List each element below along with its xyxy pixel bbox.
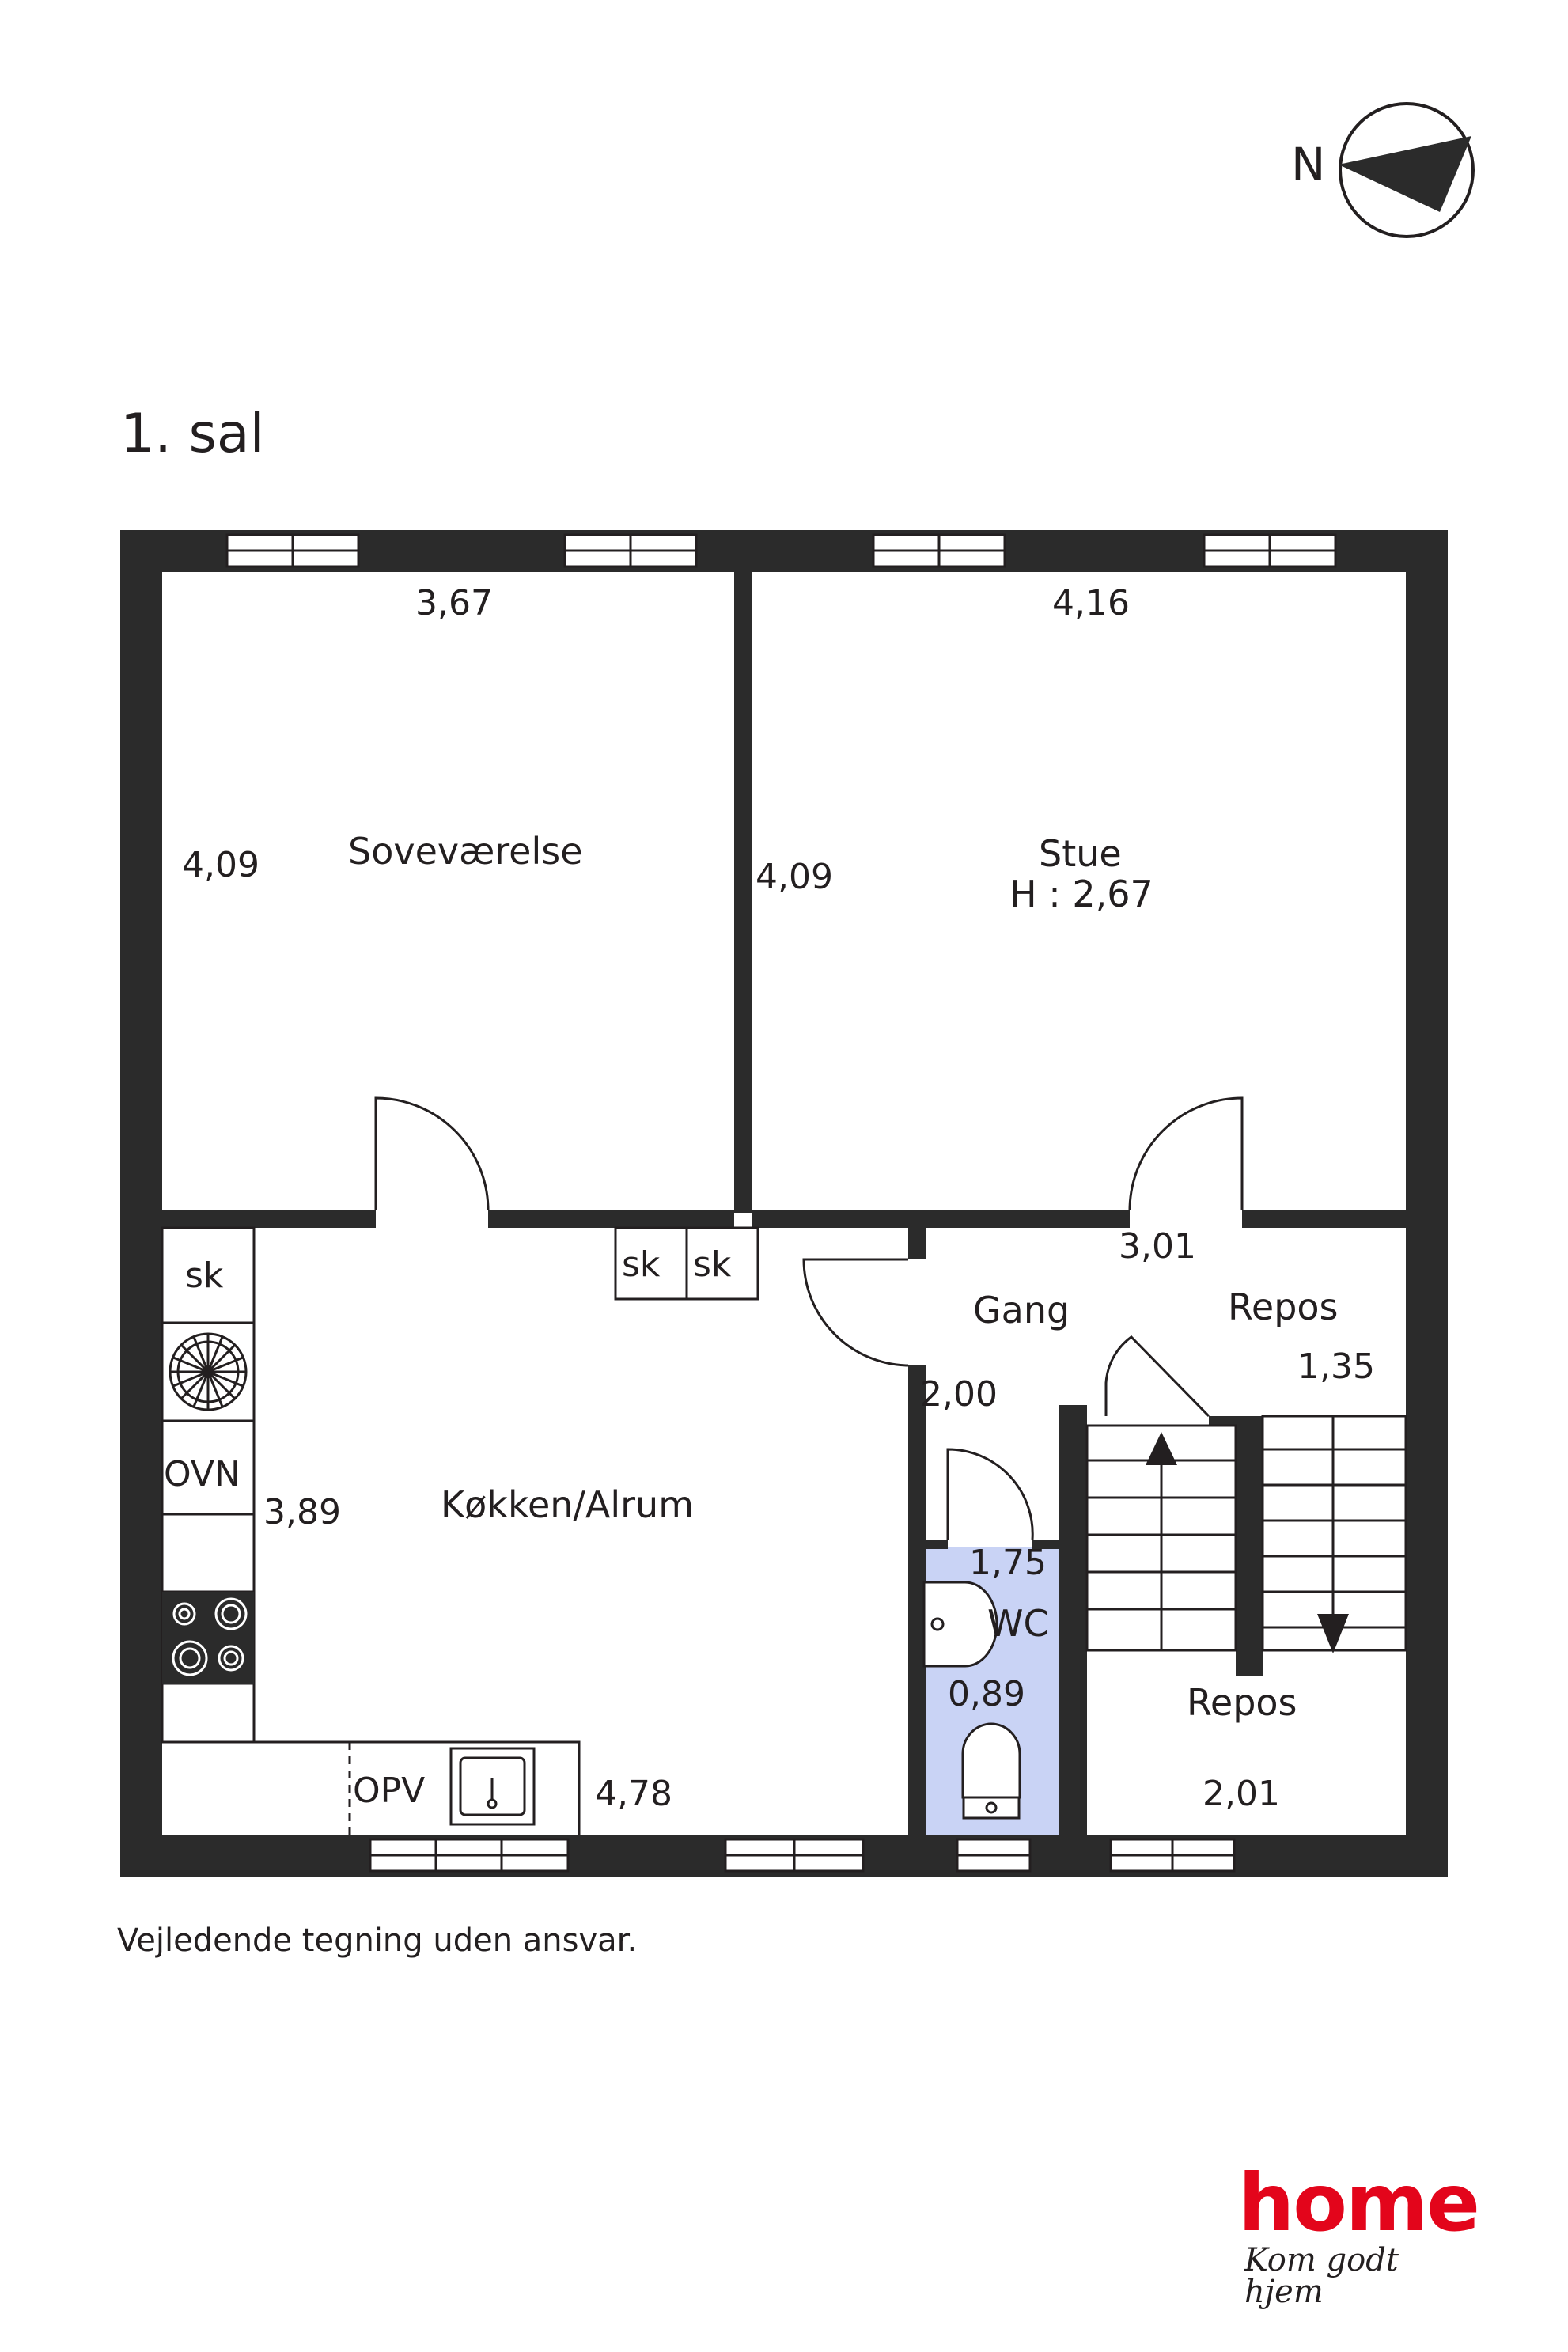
brand-wordmark: home bbox=[1238, 2157, 1480, 2249]
cabinet-3-label: sk bbox=[693, 1244, 732, 1285]
landing-lower-dim: 2,01 bbox=[1203, 1774, 1280, 1814]
disclaimer: Vejledende tegning uden ansvar. bbox=[117, 1922, 638, 1959]
brand-logo: home Kom godt hjem bbox=[1238, 2157, 1483, 2308]
wall-stair-center bbox=[1236, 1416, 1263, 1676]
counter-south bbox=[254, 1740, 581, 1835]
window-south-4 bbox=[1109, 1838, 1236, 1873]
window-south-2 bbox=[724, 1838, 865, 1873]
wall-kitchen-hall bbox=[908, 1365, 926, 1877]
window-south-3 bbox=[956, 1838, 1032, 1873]
bedroom-width: 3,67 bbox=[415, 583, 493, 623]
fan-icon bbox=[169, 1332, 248, 1411]
wall-east bbox=[1406, 530, 1448, 1877]
kitchen-width: 4,78 bbox=[595, 1774, 672, 1814]
living-width: 4,16 bbox=[1052, 583, 1130, 623]
floor-title: 1. sal bbox=[120, 403, 265, 465]
washbasin-icon bbox=[922, 1581, 998, 1668]
windows bbox=[225, 533, 1337, 1873]
stair-arrow-down-icon bbox=[1317, 1614, 1349, 1653]
door-bedroom bbox=[374, 1096, 490, 1211]
compass: N bbox=[1291, 102, 1475, 238]
bedroom-name: Soveværelse bbox=[348, 830, 583, 873]
compass-needle bbox=[1339, 136, 1471, 212]
compass-letter: N bbox=[1291, 138, 1325, 191]
living-depth: 4,09 bbox=[756, 857, 833, 897]
toilet-icon bbox=[961, 1722, 1021, 1799]
wc-fixtures bbox=[922, 1581, 1021, 1820]
bedroom-depth: 4,09 bbox=[182, 845, 259, 885]
wall-living-south-b bbox=[1242, 1210, 1406, 1228]
kitchen-name: Køkken/Alrum bbox=[441, 1483, 694, 1526]
sink-icon bbox=[449, 1747, 536, 1826]
landing-upper-name: Repos bbox=[1228, 1286, 1339, 1328]
wall-stair-top bbox=[1209, 1416, 1263, 1426]
wall-hall-north-stub bbox=[908, 1228, 926, 1259]
wc-depth: 1,75 bbox=[969, 1543, 1047, 1583]
counter-west bbox=[161, 1226, 256, 1744]
window-south-1 bbox=[369, 1838, 570, 1873]
wc-name: WC bbox=[987, 1602, 1049, 1645]
labels: 3,67 Soveværelse 4,09 4,16 Stue H : 2,67… bbox=[164, 583, 1375, 1814]
hall-width: 3,01 bbox=[1119, 1226, 1196, 1267]
door-wc bbox=[946, 1448, 1034, 1540]
door-stair bbox=[1104, 1335, 1210, 1418]
window-north-1 bbox=[225, 533, 360, 568]
window-north-3 bbox=[872, 533, 1006, 568]
kitchen-counters bbox=[161, 1226, 759, 1835]
wc-width: 0,89 bbox=[948, 1674, 1025, 1714]
window-north-2 bbox=[563, 533, 698, 568]
door-living bbox=[1128, 1096, 1244, 1211]
hob-icon bbox=[162, 1592, 254, 1684]
window-north-4 bbox=[1203, 533, 1337, 568]
kitchen-depth: 3,89 bbox=[263, 1492, 341, 1532]
cabinet-1-label: sk bbox=[185, 1256, 224, 1296]
doors bbox=[374, 1096, 1244, 1540]
oven-label: OVN bbox=[164, 1454, 241, 1494]
wall-wc-stairs bbox=[1059, 1405, 1087, 1877]
wall-living-south-a bbox=[752, 1210, 1130, 1228]
cabinet-2-label: sk bbox=[622, 1244, 661, 1285]
stair-arrow-up-icon bbox=[1146, 1432, 1177, 1465]
wall-wc-north-a bbox=[908, 1540, 948, 1549]
door-kitchen-hall bbox=[802, 1258, 909, 1367]
living-height: H : 2,67 bbox=[1009, 873, 1153, 915]
interior-walls bbox=[162, 572, 1406, 1877]
hall-depth: 2,00 bbox=[920, 1374, 998, 1415]
living-name: Stue bbox=[1039, 832, 1122, 875]
landing-upper-dim: 1,35 bbox=[1297, 1346, 1375, 1387]
brand-tagline: Kom godt hjem bbox=[1244, 2242, 1399, 2310]
wall-bedroom-south-a bbox=[162, 1210, 376, 1228]
dishwasher-label: OPV bbox=[353, 1771, 425, 1811]
wall-bed-living bbox=[734, 572, 752, 1213]
wall-bedroom-south-b bbox=[488, 1210, 734, 1228]
hall-name: Gang bbox=[973, 1289, 1070, 1331]
wall-west bbox=[120, 530, 162, 1877]
washbasin-drain bbox=[930, 1617, 945, 1631]
landing-lower-name: Repos bbox=[1187, 1681, 1297, 1724]
